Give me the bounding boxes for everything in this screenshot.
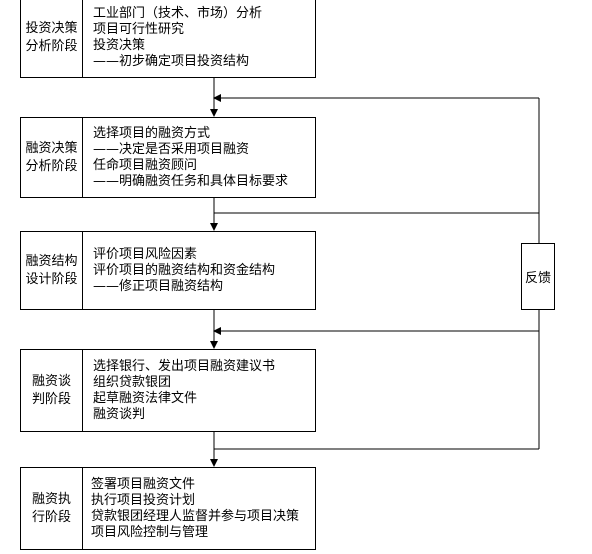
stage-label-5: 融资执行阶段 [21, 468, 83, 549]
stage-label-2: 融资决策分析阶段 [21, 118, 83, 197]
stage-text-1: 工业部门（技术、市场）分析 项目可行性研究 投资决策 ——初步确定项目投资结构 [93, 6, 263, 69]
stage-text-5: 签署项目融资文件 执行项目投资计划 贷款银团经理人监督并参与项目决策 项目风险控… [91, 476, 300, 540]
feedback-box: 反馈 [521, 243, 555, 310]
stage-label-4: 融资谈判阶段 [21, 350, 83, 431]
stage-box-3: 融资结构设计阶段 评价项目风险因素 评价项目的融资结构和资金结构 ——修正项目融… [20, 231, 316, 310]
stage-box-4: 融资谈判阶段 选择银行、发出项目融资建议书 组织贷款银团 起草融资法律文件 融资… [20, 349, 316, 432]
stage-box-5: 融资执行阶段 签署项目融资文件 执行项目投资计划 贷款银团经理人监督并参与项目决… [20, 467, 316, 550]
stage-box-1: 投资决策分析阶段 工业部门（技术、市场）分析 项目可行性研究 投资决策 ——初步… [20, 0, 316, 78]
feedback-label: 反馈 [524, 271, 551, 286]
stage-text-2: 选择项目的融资方式 ——决定是否采用项目融资 任命项目融资顾问 ——明确融资任务… [93, 125, 289, 189]
stage-label-1: 投资决策分析阶段 [21, 0, 83, 77]
stage-text-4: 选择银行、发出项目融资建议书 组织贷款银团 起草融资法律文件 融资谈判 [93, 358, 276, 422]
stage-text-3: 评价项目风险因素 评价项目的融资结构和资金结构 ——修正项目融资结构 [93, 246, 276, 294]
stage-box-2: 融资决策分析阶段 选择项目的融资方式 ——决定是否采用项目融资 任命项目融资顾问… [20, 117, 316, 198]
stage-label-3: 融资结构设计阶段 [21, 232, 83, 309]
